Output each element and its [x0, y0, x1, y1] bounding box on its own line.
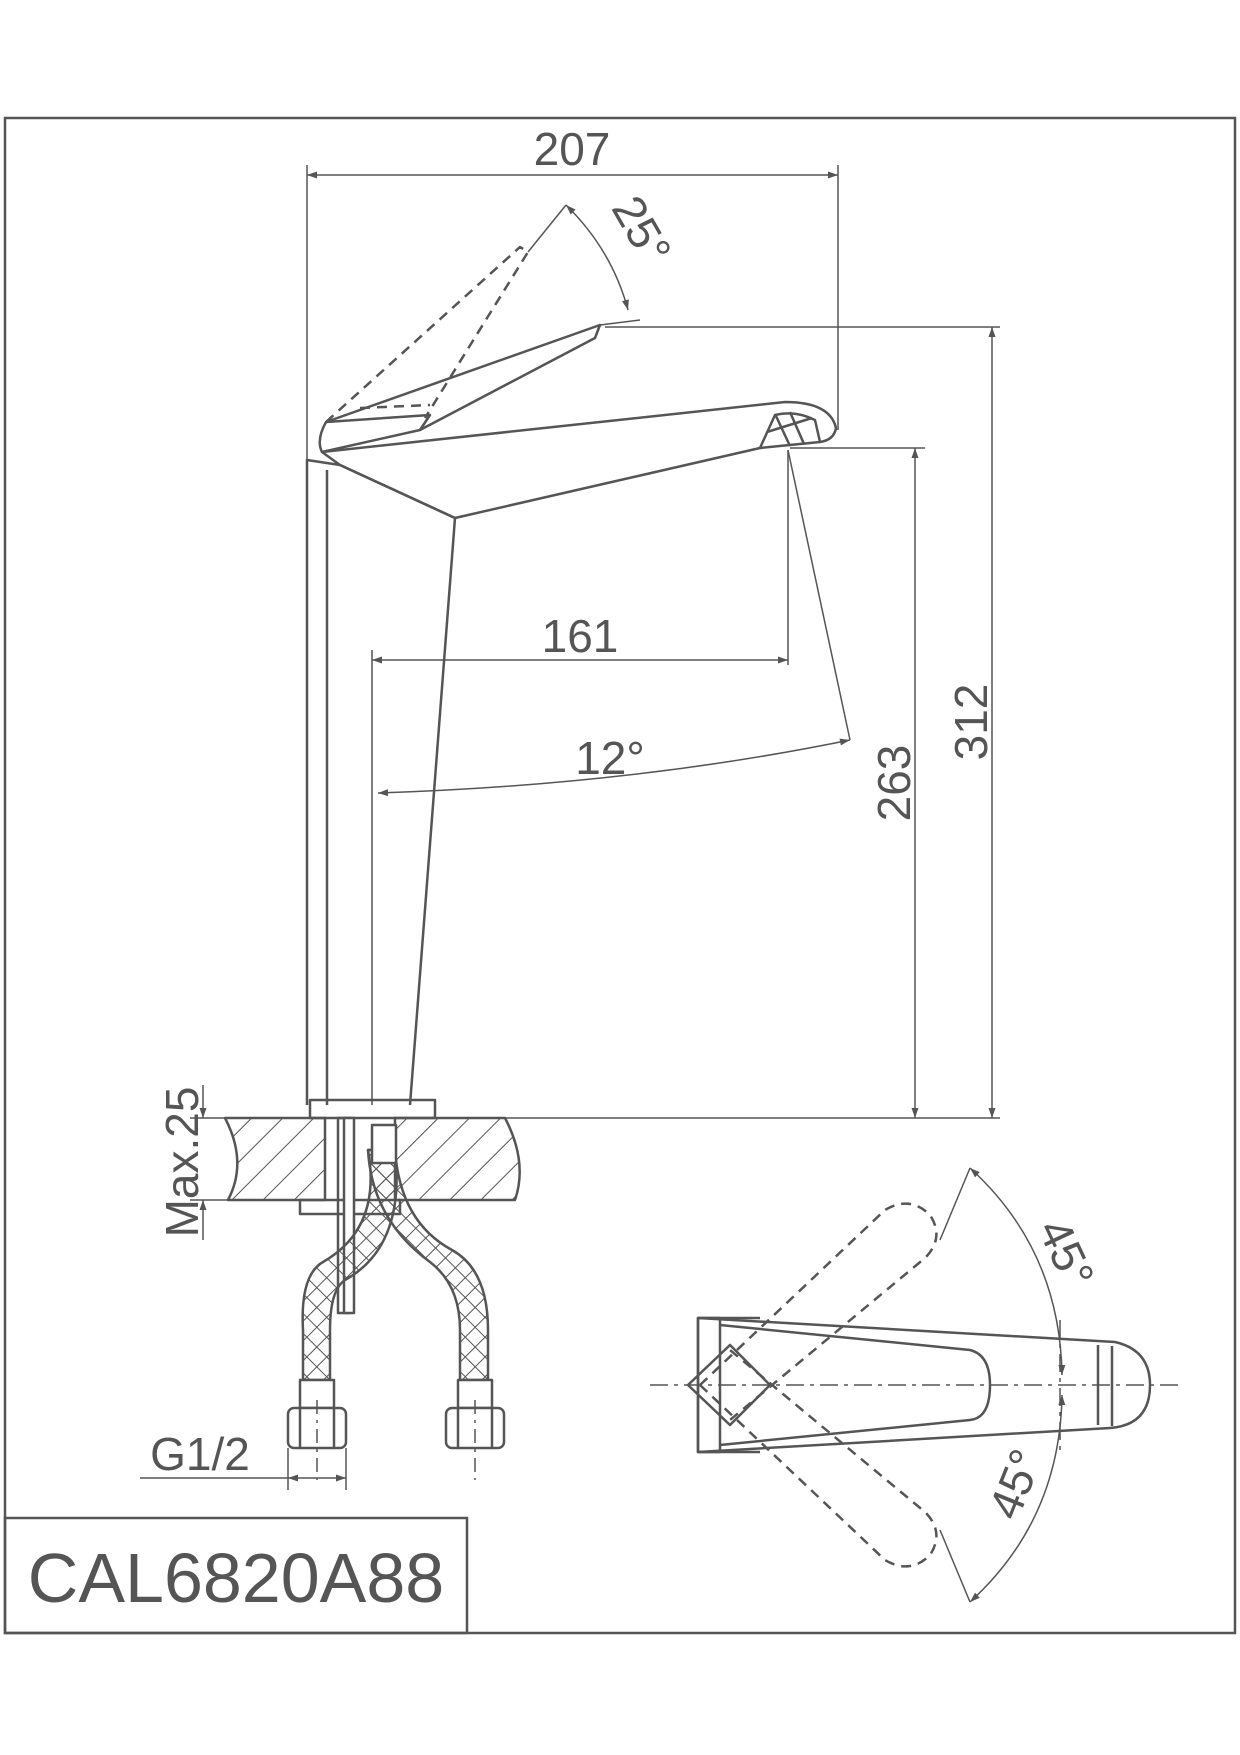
drawing-frame — [3, 116, 1237, 1635]
dim-handle-rotation-bottom: 45° — [978, 1442, 1052, 1526]
handle-rotated-up — [699, 1202, 938, 1421]
handle-raised-position — [325, 245, 530, 423]
dim-connection-thread: G1/2 — [150, 1428, 250, 1480]
handle-outline — [318, 323, 602, 454]
faucet-side-view — [223, 245, 838, 1450]
dim-handle-angle: 25° — [602, 187, 682, 273]
handle-rotated-positions — [699, 1202, 938, 1568]
dim-handle-rotation-top: 45° — [1028, 1211, 1105, 1296]
spout-outline — [320, 400, 838, 520]
dim-overall-width: 207 — [534, 123, 611, 175]
dim-overall-height: 312 — [945, 684, 997, 761]
hose-right — [366, 1148, 490, 1382]
dim-max-deck-thickness: Max.25 — [156, 1087, 208, 1238]
dim-spout-swivel-angle: 12° — [575, 732, 645, 784]
faucet-body-outline — [305, 458, 457, 1106]
handle-rotated-down — [699, 1349, 938, 1568]
counter-section — [223, 1116, 327, 1202]
dim-spout-reach: 161 — [542, 610, 619, 662]
model-code: CAL6820A88 — [28, 1539, 444, 1617]
dimension-lines — [140, 165, 1000, 1490]
title-block: CAL6820A88 — [3, 1516, 469, 1635]
dim-spout-height: 263 — [868, 745, 920, 822]
center-lines-top — [650, 1320, 1180, 1450]
rotation-arcs — [939, 1167, 1066, 1603]
center-lines-side — [316, 1400, 476, 1480]
